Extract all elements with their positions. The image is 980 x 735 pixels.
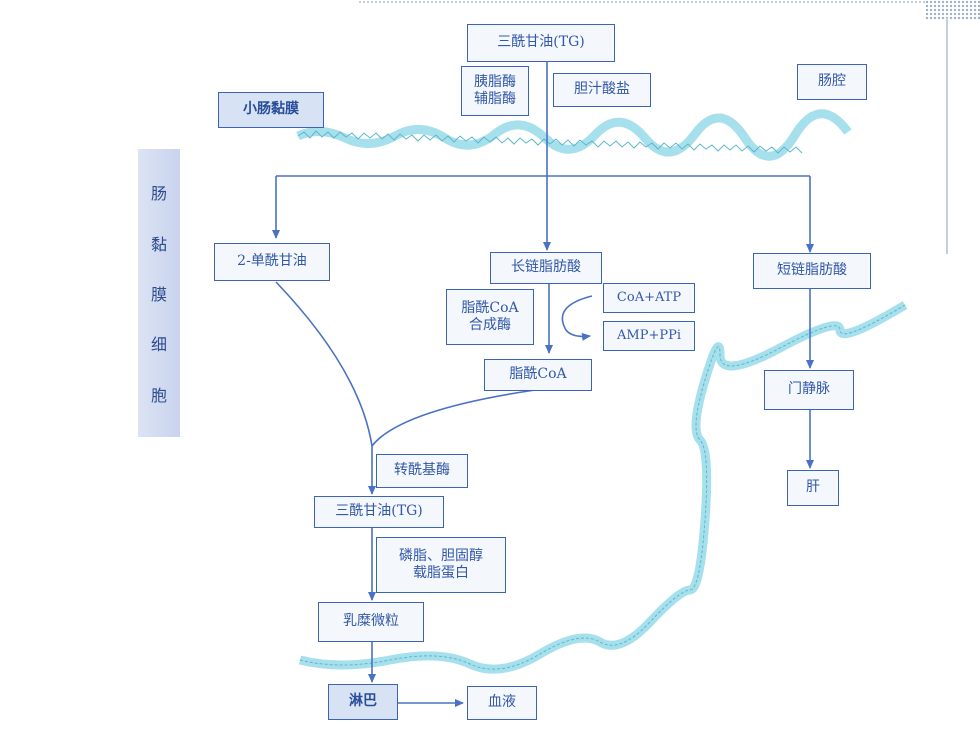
- top-dotted-border: [358, 0, 928, 5]
- arrows: [272, 62, 814, 707]
- tg-resynth-box: 三酰甘油(TG): [314, 496, 444, 528]
- capillary-membrane-band: [298, 301, 908, 674]
- coa-atp-box: CoA+ATP: [603, 283, 695, 313]
- acyl-coa-synthetase-box: 脂酰CoA 合成酶: [446, 289, 534, 345]
- right-edge-line: [946, 18, 948, 254]
- phospholipid-line1: 磷脂、胆固醇: [399, 547, 483, 564]
- phospholipid-line2: 载脂蛋白: [413, 565, 469, 581]
- blood-box: 血液: [467, 686, 537, 720]
- pancreatic-lipase-line1: 胰脂酶: [474, 73, 516, 90]
- amp-ppi-box: AMP+PPi: [603, 321, 695, 351]
- mucosa-box: 小肠黏膜: [218, 92, 324, 128]
- acyltransferase-box: 转酰基酶: [376, 454, 468, 488]
- sidebar-char: 膜: [150, 284, 167, 304]
- short-chain-fa-box: 短链脂肪酸: [753, 253, 871, 289]
- phospholipid-box: 磷脂、胆固醇 载脂蛋白: [376, 537, 506, 593]
- bile-salt-box: 胆汁酸盐: [553, 73, 651, 107]
- sidebar-char: 黏: [150, 234, 167, 254]
- synthetase-line2: 合成酶: [469, 317, 511, 333]
- portal-vein-box: 门静脉: [764, 370, 854, 410]
- pancreatic-lipase-line2: 辅脂酶: [474, 91, 516, 107]
- lymph-box: 淋巴: [328, 684, 398, 720]
- chylomicron-box: 乳糜微粒: [318, 602, 424, 642]
- pancreatic-lipase-box: 胰脂酶 辅脂酶: [461, 66, 529, 116]
- long-chain-fa-box: 长链脂肪酸: [490, 252, 602, 284]
- synthetase-line1: 脂酰CoA: [461, 299, 519, 316]
- lumen-box: 肠腔: [797, 64, 867, 100]
- monoacylglycerol-box: 2-单酰甘油: [214, 243, 330, 281]
- sidebar-char: 胞: [150, 385, 167, 405]
- sidebar-char: 肠: [150, 184, 167, 204]
- mucosa-wavy-band: [296, 109, 852, 161]
- corner-decoration: [925, 0, 980, 20]
- acyl-coa-box: 脂酰CoA: [484, 359, 592, 391]
- liver-box: 肝: [787, 470, 839, 506]
- tg-top-box: 三酰甘油(TG): [467, 24, 615, 62]
- sidebar-label-intestinal-mucosa-cell: 肠 黏 膜 细 胞: [138, 149, 180, 437]
- sidebar-char: 细: [150, 335, 167, 355]
